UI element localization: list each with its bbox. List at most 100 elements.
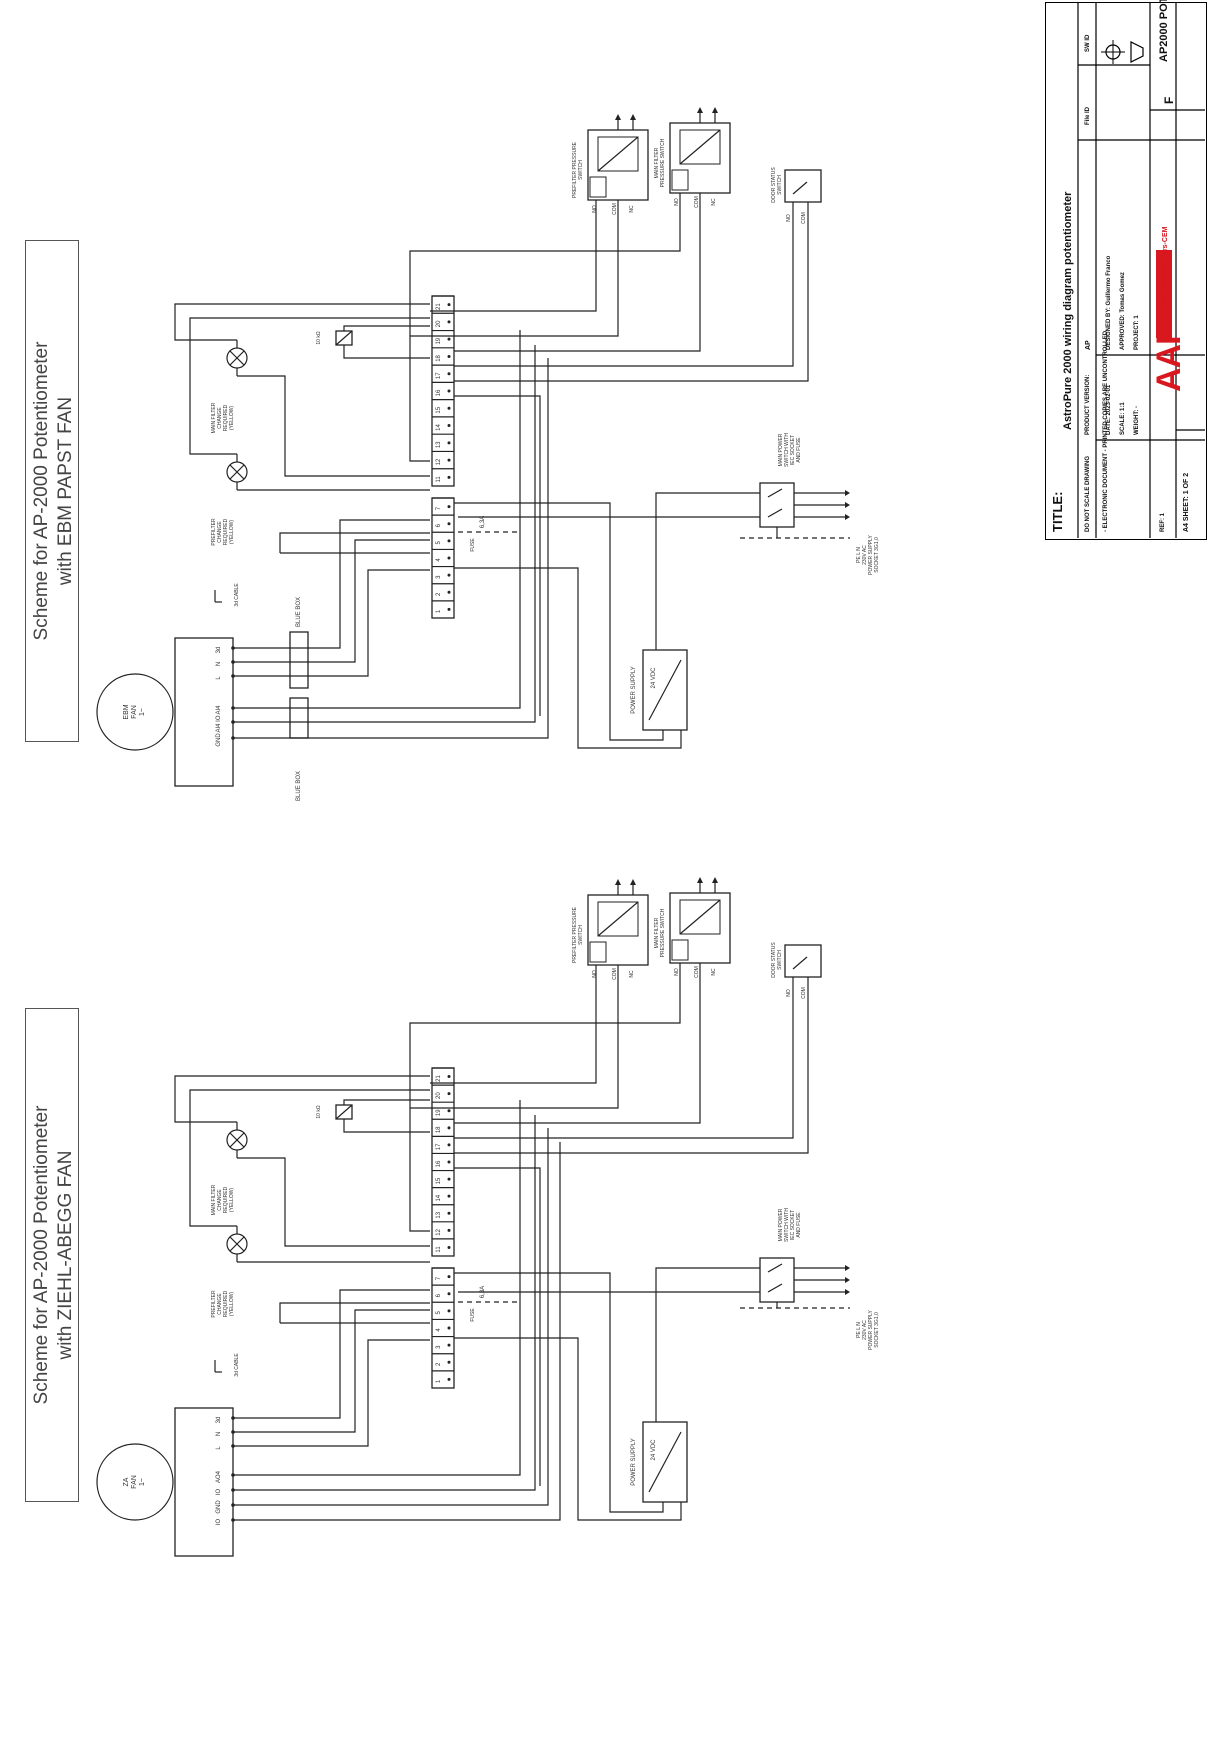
lamp-prefilter-label-line: (YELLOW) — [229, 1292, 235, 1317]
psu-diagonal — [648, 1431, 682, 1493]
cable-label: 3d CABLE — [234, 583, 240, 607]
switch-wire — [430, 965, 597, 1084]
pot-wiper — [335, 1104, 353, 1120]
switch-wire — [454, 193, 701, 352]
fan-power-wire — [233, 1309, 430, 1433]
fan-label-line: 1~ — [139, 1478, 146, 1486]
terminal-b-label: 20 — [436, 1092, 442, 1099]
lamp-prefilter-label-line: PREFILTER — [211, 518, 217, 546]
fan-terminal-label: GND — [216, 1500, 222, 1514]
terminal-b-label: 13 — [436, 441, 442, 448]
terminal-b-label: 15 — [436, 406, 442, 413]
switch-port-arrow — [615, 114, 621, 120]
lamp-main-filter-label-line: MAIN FILTER — [211, 1184, 217, 1215]
power-supply-socket-label-line: POWER SUPPLY — [868, 1310, 874, 1350]
lamp-main-filter-label-line: MAIN FILTER — [211, 402, 217, 433]
fan-terminal-label: GND — [216, 733, 222, 747]
lamp-main-filter-label-line: CHANGE — [217, 407, 223, 429]
switch-port-arrow — [615, 879, 621, 885]
terminal-a-label: 1 — [436, 1379, 442, 1383]
switch-com: COM — [801, 212, 807, 224]
fan-signal-wire — [233, 1142, 561, 1521]
fan-terminal-label: L — [216, 1446, 222, 1450]
lamp-wire — [189, 317, 430, 455]
fan-signal-wire — [233, 345, 536, 723]
terminal-b-dot — [447, 1177, 451, 1181]
cable-label: 3d CABLE — [234, 1353, 240, 1377]
terminal-a-label: 1 — [436, 609, 442, 613]
lamp-prefilter-label-line: CHANGE — [217, 521, 223, 543]
terminal-b-dot — [447, 1143, 451, 1147]
psu-wire — [454, 1272, 664, 1513]
mains-arrow — [845, 514, 850, 520]
switch-wire — [454, 977, 809, 1154]
fan-power-wire — [233, 569, 430, 677]
main-filter-switch-label-line: PRESSURE SWITCH — [660, 908, 666, 957]
fan-terminal-label: IO — [216, 1519, 222, 1526]
main-filter-switch-label-line: MAIN FILTER — [654, 147, 660, 178]
terminal-b-dot — [447, 1194, 451, 1198]
prefilter-switch-gauge-line — [597, 901, 639, 937]
power-supply-label: POWER SUPPLY — [631, 666, 637, 714]
main-switch-label-line: SWITCH WITH — [784, 433, 790, 467]
tb-no-scale: DO NOT SCALE DRAWING — [1085, 456, 1091, 532]
terminal-b-label: 13 — [436, 1211, 442, 1218]
switch-port-arrow — [697, 877, 703, 883]
psu-wire — [454, 1337, 682, 1521]
fan-circle — [96, 673, 174, 751]
terminal-strip-a — [431, 1267, 455, 1389]
switch-no: NO — [786, 214, 792, 222]
terminal-a-dot — [447, 1309, 451, 1313]
terminal-a-label: 2 — [436, 1362, 442, 1366]
fuse-label: FUSE — [470, 538, 476, 552]
tb-title-label: TITLE: — [1050, 491, 1065, 532]
switch-nc: NC — [711, 198, 717, 206]
lamp-prefilter-label-line: CHANGE — [217, 1293, 223, 1315]
tb-file-id: File ID — [1085, 106, 1091, 125]
switch-no: NO — [592, 205, 598, 213]
switch-nc: NC — [629, 205, 635, 213]
lamp-wire — [237, 375, 430, 477]
fan-power-wire — [233, 1289, 430, 1419]
pot-label: 10 kΩ — [316, 331, 322, 344]
door-switch-contact — [792, 956, 808, 970]
fuse-label: FUSE — [470, 1308, 476, 1322]
switch-wire — [454, 963, 701, 1124]
terminal-b-dot — [447, 1109, 451, 1113]
lamp-main-filter-label-line: REQUIRED — [223, 1186, 229, 1213]
switch-no: NO — [674, 968, 680, 976]
switch-nc: NC — [629, 970, 635, 978]
feed-wire — [279, 532, 430, 553]
switch-com: COM — [801, 987, 807, 999]
power-supply-socket-label-line: SOCKET 3G1,0 — [874, 537, 880, 573]
blue-box-top — [289, 631, 309, 689]
power-supply-socket-label-line: PE L N — [856, 1322, 862, 1338]
terminal-a-dot — [447, 1377, 451, 1381]
terminal-b-label: 12 — [436, 1228, 442, 1235]
terminal-b-label: 16 — [436, 389, 442, 396]
lamp-prefilter-label-line: REQUIRED — [223, 518, 229, 545]
lamp-main-filter-label-line: CHANGE — [217, 1189, 223, 1211]
switch-port-arrow — [630, 114, 636, 120]
prefilter-switch-label-line: SWITCH — [578, 925, 584, 945]
terminal-a-label: 6 — [436, 523, 442, 527]
switch-wire — [454, 1167, 541, 1486]
prefilter-switch-contact — [589, 941, 607, 963]
main-filter-switch-label-line: PRESSURE SWITCH — [660, 138, 666, 187]
lower-title-box: Scheme for AP-2000 Potentiometer with ZI… — [25, 1008, 79, 1502]
terminal-b-label: 17 — [436, 372, 442, 379]
door-switch-label-line: SWITCH — [777, 175, 783, 195]
fan-signal-wire — [233, 358, 549, 739]
fan-power-wire — [233, 519, 430, 649]
terminal-a-dot — [447, 539, 451, 543]
terminal-b-dot — [447, 475, 451, 479]
mains-arrow — [845, 490, 850, 496]
tb-scale: SCALE: 1:1 — [1120, 402, 1126, 435]
door-switch-label-line: SWITCH — [777, 950, 783, 970]
main-filter-switch-gauge-line — [679, 899, 721, 935]
pot-wire — [343, 325, 430, 331]
terminal-b-dot — [447, 320, 451, 324]
